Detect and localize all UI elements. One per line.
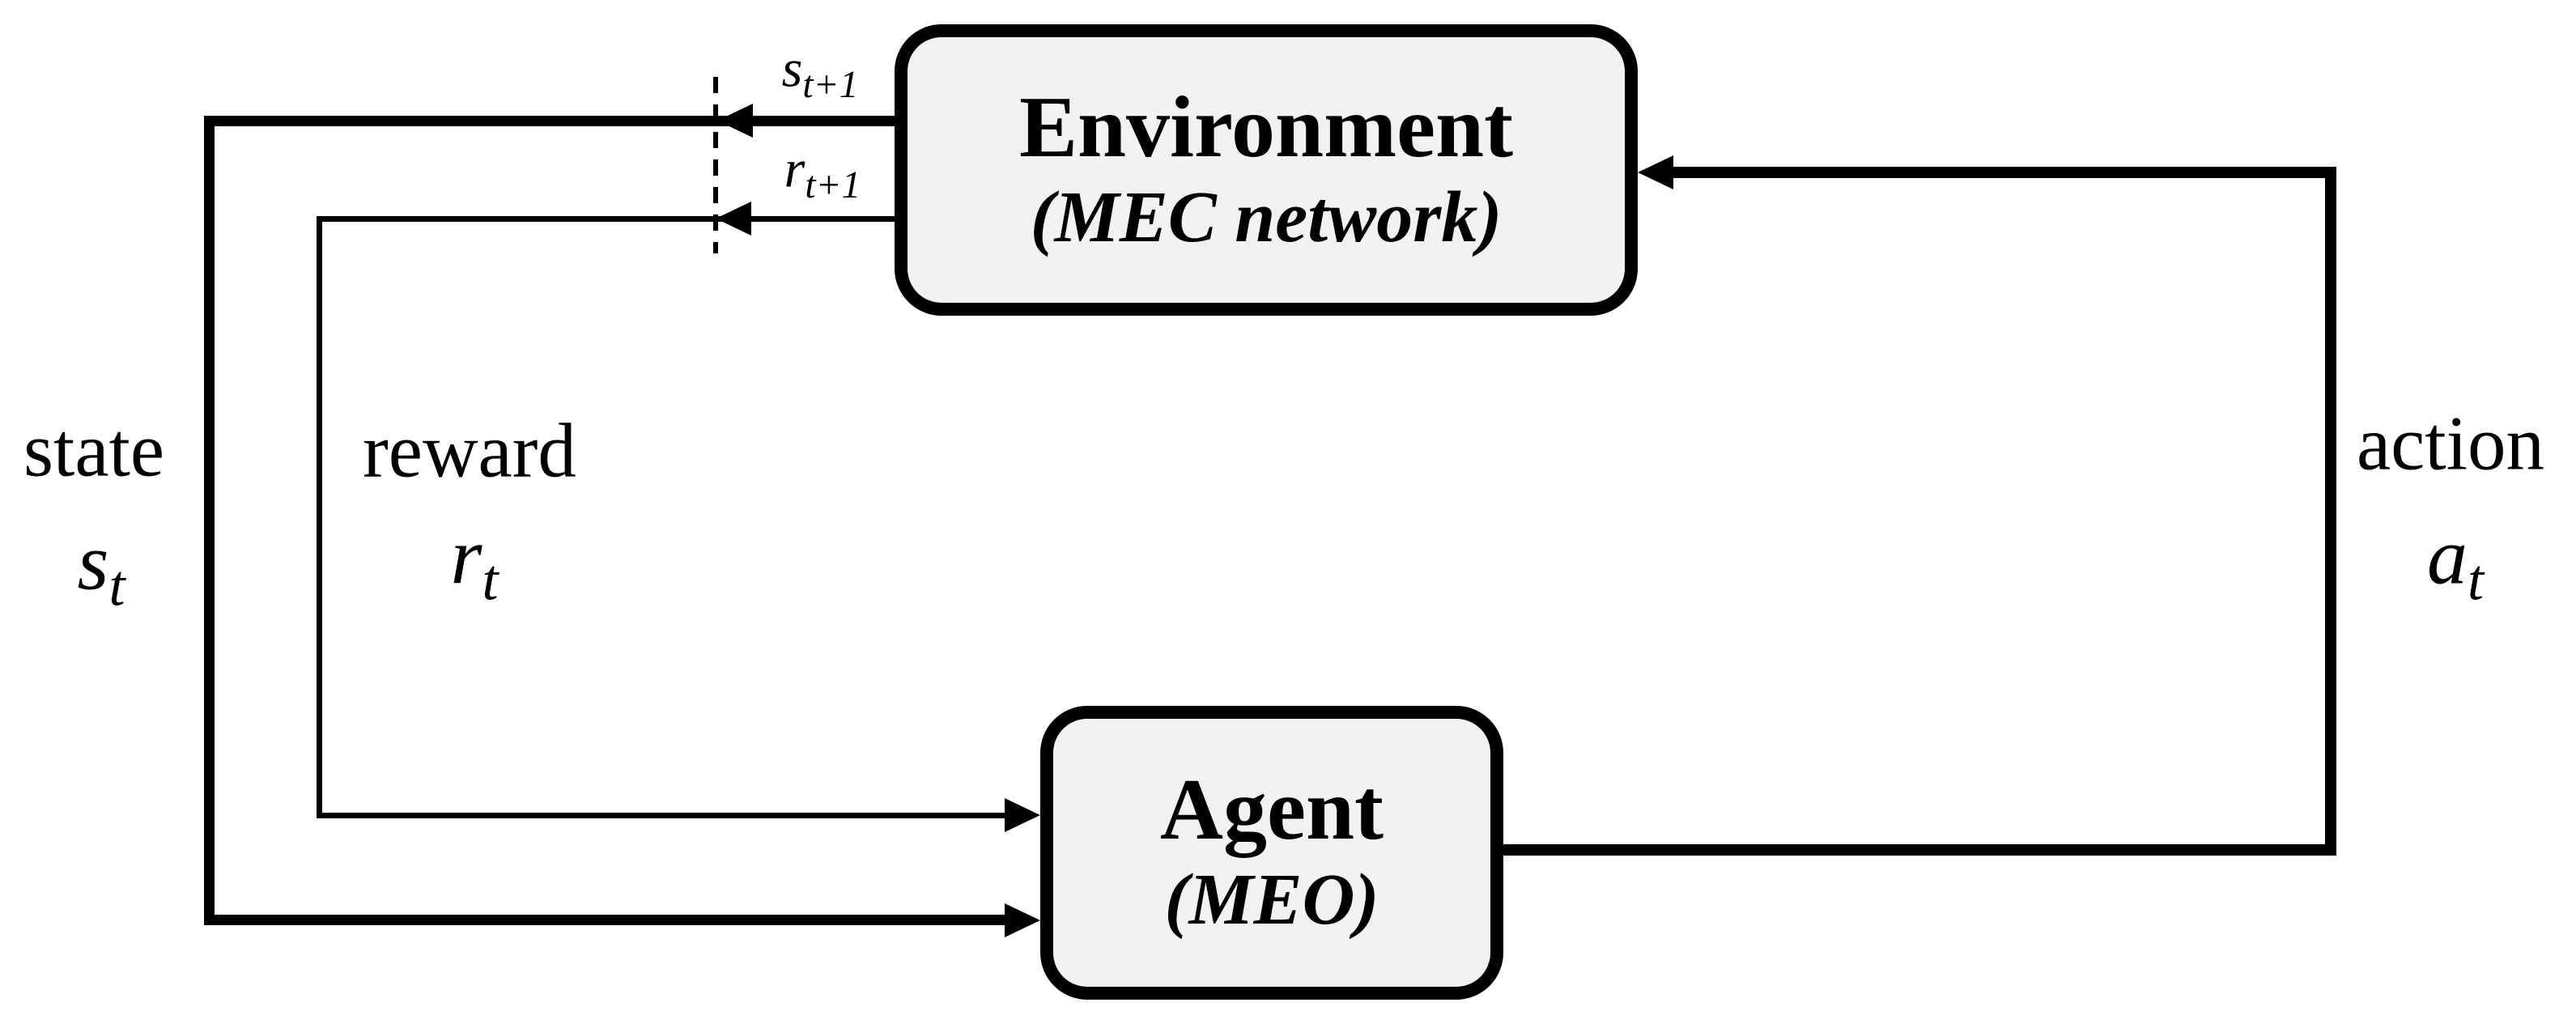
next-reward-label: rt+1 — [784, 139, 861, 206]
timestep-divider-dashed-line — [713, 77, 718, 253]
agent-subtitle: (MEO) — [1164, 860, 1379, 941]
reward-into-agent-arrowhead — [1005, 798, 1040, 832]
action-line-bottom — [1498, 844, 2336, 856]
reward-line-left — [317, 216, 322, 818]
state-line-top — [204, 116, 895, 126]
environment-box: Environment (MEC network) — [895, 24, 1638, 316]
agent-title: Agent — [1160, 762, 1384, 859]
action-line-right — [2325, 167, 2336, 856]
environment-subtitle: (MEC network) — [1030, 176, 1503, 257]
reward-line-bottom — [317, 813, 1006, 818]
next-reward-arrowhead — [716, 202, 751, 236]
environment-title: Environment — [1018, 79, 1514, 176]
next-state-label: st+1 — [781, 39, 859, 106]
reward-word-label: reward — [363, 407, 576, 494]
action-word-label: action — [2356, 400, 2545, 486]
action-arrowhead — [1638, 155, 1673, 189]
reward-line-top — [317, 216, 895, 222]
state-into-agent-arrowhead — [1005, 903, 1040, 937]
reward-symbol-label: rt — [450, 511, 499, 613]
action-line-top — [1670, 167, 2336, 178]
state-symbol-label: st — [77, 516, 125, 618]
state-word-label: state — [23, 406, 165, 493]
next-state-arrowhead — [717, 104, 753, 138]
state-line-bottom — [204, 915, 1006, 925]
state-line-left — [204, 116, 215, 925]
agent-box: Agent (MEO) — [1040, 706, 1503, 1000]
action-symbol-label: at — [2426, 511, 2485, 613]
